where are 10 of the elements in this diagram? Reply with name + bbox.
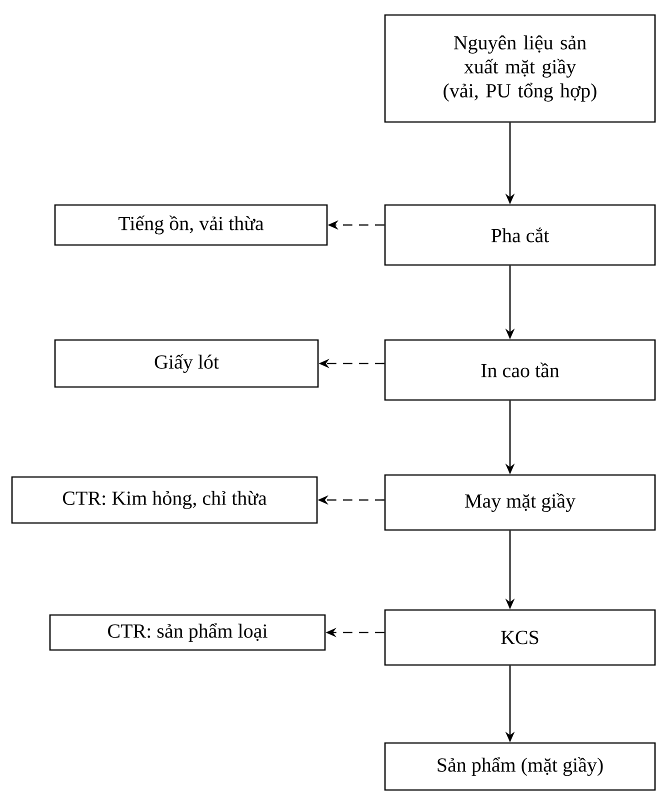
process-box: Nguyên liệu sản xuất mặt giầy (vải, PU tổng hợp) bbox=[384, 14, 656, 123]
process-box: CTR: Kim hỏng, chỉ thừa bbox=[11, 476, 318, 524]
process-box: Tiếng ồn, vải thừa bbox=[54, 204, 328, 246]
process-box: Giấy lót bbox=[54, 339, 319, 388]
process-box: Sản phẩm (mặt giầy) bbox=[384, 742, 656, 791]
process-box: Pha cắt bbox=[384, 204, 656, 266]
process-box: May mặt giầy bbox=[384, 474, 656, 531]
process-box: CTR: sản phẩm loại bbox=[49, 614, 326, 651]
process-box: In cao tần bbox=[384, 339, 656, 401]
process-box: KCS bbox=[384, 609, 656, 666]
